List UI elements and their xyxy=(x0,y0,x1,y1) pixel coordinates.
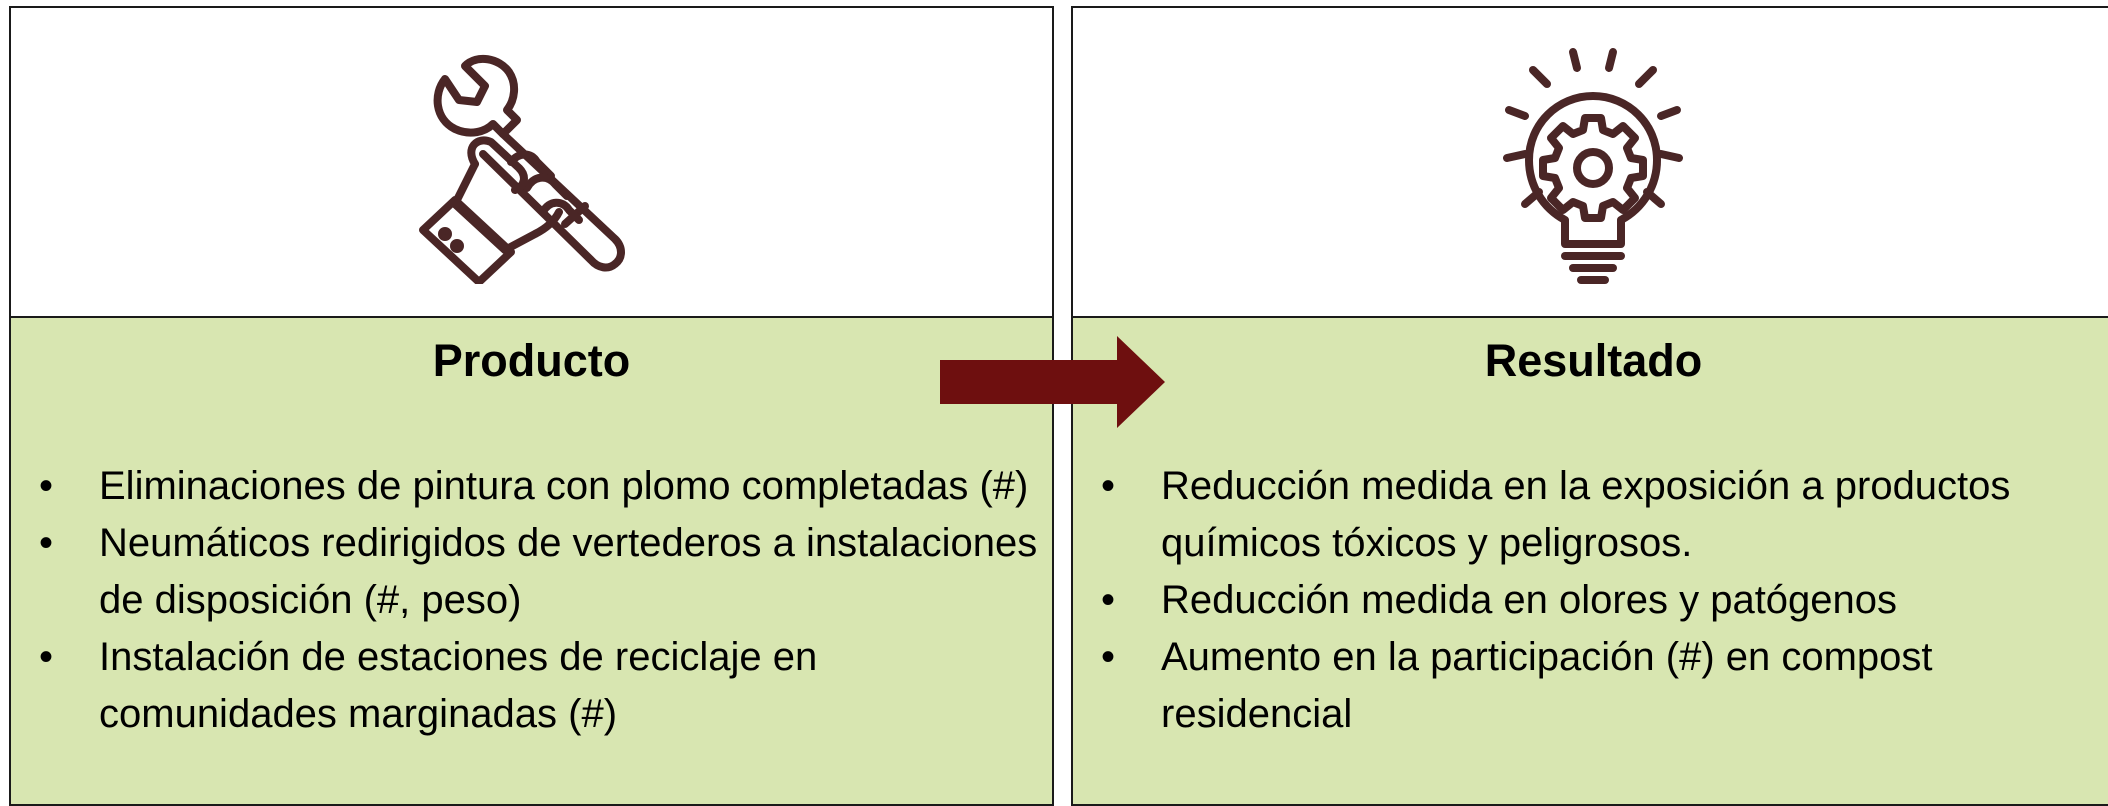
product-title: Producto xyxy=(432,335,631,386)
right-arrow-icon xyxy=(940,336,1165,428)
bullet-icon: • xyxy=(1101,464,1116,508)
product-item-text: Eliminaciones de pintura con plomo compl… xyxy=(99,464,1029,508)
bullet-icon: • xyxy=(1101,635,1116,679)
product-item-text: Neumáticos redirigidos de vertederos a i… xyxy=(99,521,1038,622)
wrench-hand-icon xyxy=(419,54,625,284)
product-item: • Instalación de estaciones de reciclaje … xyxy=(31,629,1041,743)
bullet-icon: • xyxy=(39,635,54,679)
result-item-text: Reducción medida en olores y patógenos xyxy=(1161,578,1898,622)
product-panel: Producto • Eliminaciones de pintura con p… xyxy=(9,6,1054,806)
result-item-text: Reducción medida en la exposición a prod… xyxy=(1161,464,2011,565)
lightbulb-gear-icon xyxy=(1503,48,1683,284)
result-item: • Aumento en la participación (#) en comp… xyxy=(1093,629,2103,743)
result-title: Resultado xyxy=(1484,335,1703,386)
result-icon-area xyxy=(1073,8,2108,318)
product-item-text: Instalación de estaciones de reciclaje e… xyxy=(99,635,818,736)
bullet-icon: • xyxy=(1101,578,1116,622)
bullet-icon: • xyxy=(39,521,54,565)
result-list: • Reducción medida en la exposición a pro… xyxy=(1093,458,2103,743)
bullet-icon: • xyxy=(39,464,54,508)
product-item: • Neumáticos redirigidos de vertederos a … xyxy=(31,515,1041,629)
product-icon-area xyxy=(11,8,1052,318)
result-item: • Reducción medida en olores y patógenos xyxy=(1093,572,2103,629)
result-text-area: Resultado • Reducción medida en la exposi… xyxy=(1073,318,2108,804)
result-panel: Resultado • Reducción medida en la exposi… xyxy=(1071,6,2108,806)
result-item-text: Aumento en la participación (#) en compo… xyxy=(1161,635,1933,736)
product-list: • Eliminaciones de pintura con plomo comp… xyxy=(31,458,1041,743)
product-item: • Eliminaciones de pintura con plomo comp… xyxy=(31,458,1041,515)
product-text-area: Producto • Eliminaciones de pintura con p… xyxy=(11,318,1052,804)
result-item: • Reducción medida en la exposición a pro… xyxy=(1093,458,2103,572)
